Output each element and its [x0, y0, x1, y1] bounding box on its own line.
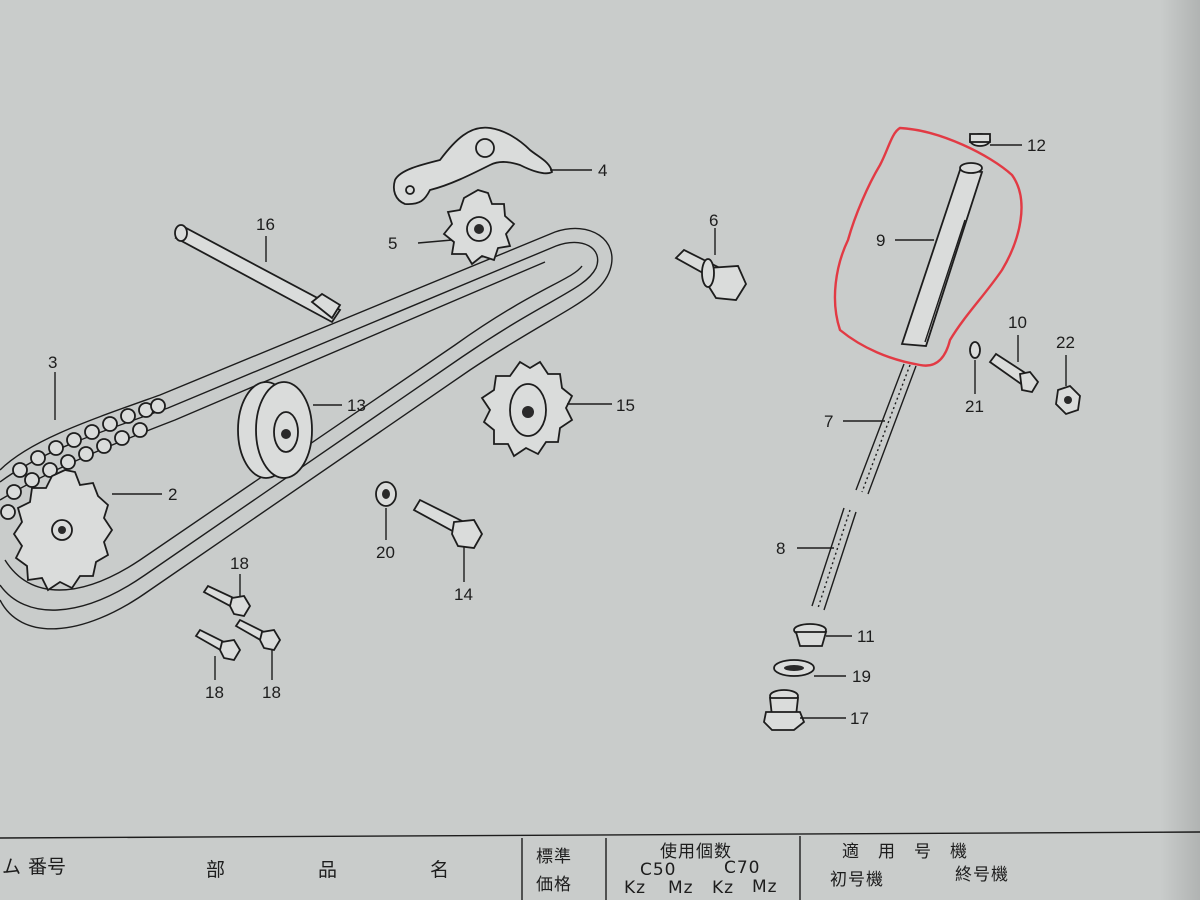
callout-21: 21: [965, 397, 984, 416]
callout-12: 12: [1027, 136, 1046, 155]
bolt-14: [412, 498, 484, 549]
callout-4: 4: [598, 161, 607, 180]
drive-sprocket: [12, 469, 114, 592]
header-mz-2: Mz: [752, 877, 778, 897]
header-part-name-2: 品: [318, 859, 337, 881]
callout-5: 5: [388, 234, 397, 253]
bolt-10: [988, 352, 1040, 394]
bolt-18-c: [234, 618, 282, 652]
callout-18-top: 18: [230, 554, 249, 573]
header-c50: C50: [640, 860, 677, 880]
header-last-model: 終号機: [955, 865, 1009, 885]
callout-20: 20: [376, 543, 395, 562]
cam-chain: [0, 227, 613, 630]
parts-table-header: ム 番号 部 品 名 標準 価格 使用個数 C50 C70 Kz Mz Kz M…: [0, 831, 1200, 900]
callout-7: 7: [824, 412, 833, 431]
callout-18-left: 18: [205, 683, 224, 702]
callout-3: 3: [48, 353, 57, 372]
callout-18-right: 18: [262, 683, 281, 702]
callout-16: 16: [256, 215, 275, 234]
callout-10: 10: [1008, 313, 1027, 332]
spring-7: [855, 363, 917, 495]
washer-19: [773, 659, 815, 677]
header-c70: C70: [724, 858, 761, 878]
callout-22: 22: [1056, 333, 1075, 352]
chain-links: [0, 398, 166, 520]
bolt-18-a: [202, 584, 252, 618]
nut-22: [1055, 384, 1081, 416]
callout-11: 11: [857, 627, 875, 646]
header-kz-1: Kz: [624, 878, 646, 898]
callout-14: 14: [454, 585, 473, 604]
pin-16: [174, 224, 342, 324]
highlight-outline: [833, 126, 1023, 367]
washer-21: [969, 341, 981, 359]
tensioner-bracket: [392, 126, 554, 205]
header-standard: 標準: [536, 847, 572, 867]
header-applicable-model: 適 用 号 機: [842, 842, 968, 862]
leader-lines: [54, 144, 1067, 719]
idler-sprocket-15: [480, 360, 574, 458]
callout-15: 15: [616, 396, 635, 415]
tensioner-pipe-9: [900, 162, 984, 347]
header-number: 番号: [28, 856, 66, 878]
header-part-name-3: 名: [430, 859, 449, 881]
page-edge-shadow: [1160, 0, 1200, 900]
callout-19: 19: [852, 667, 871, 686]
bolt-17: [763, 689, 806, 731]
header-mz-1: Mz: [668, 878, 694, 898]
bolt-18-b: [194, 628, 242, 662]
callout-9: 9: [876, 231, 885, 250]
header-usage-count: 使用個数: [660, 841, 732, 862]
spring-8: [811, 507, 857, 611]
callout-6: 6: [709, 211, 718, 230]
callout-17: 17: [850, 709, 869, 728]
callout-8: 8: [776, 539, 785, 558]
callout-2: 2: [168, 485, 177, 504]
header-first-model: 初号機: [830, 870, 884, 890]
cap-12: [969, 133, 991, 147]
header-part-name-1: 部: [206, 859, 225, 881]
header-kz-2: Kz: [712, 878, 734, 898]
header-price: 価格: [536, 875, 572, 895]
callout-13: 13: [347, 396, 366, 415]
plug-11: [793, 623, 828, 647]
callout-numbers: 4 5 6 16 3 13 15 2 20 14 18 18 18 9 12 1…: [48, 136, 1075, 728]
bolt-6: [674, 248, 748, 301]
guide-roller-13: [237, 381, 313, 479]
header-number-prefix: ム: [2, 856, 21, 878]
idler-sprocket-5: [442, 189, 516, 266]
washer-20: [375, 481, 397, 507]
